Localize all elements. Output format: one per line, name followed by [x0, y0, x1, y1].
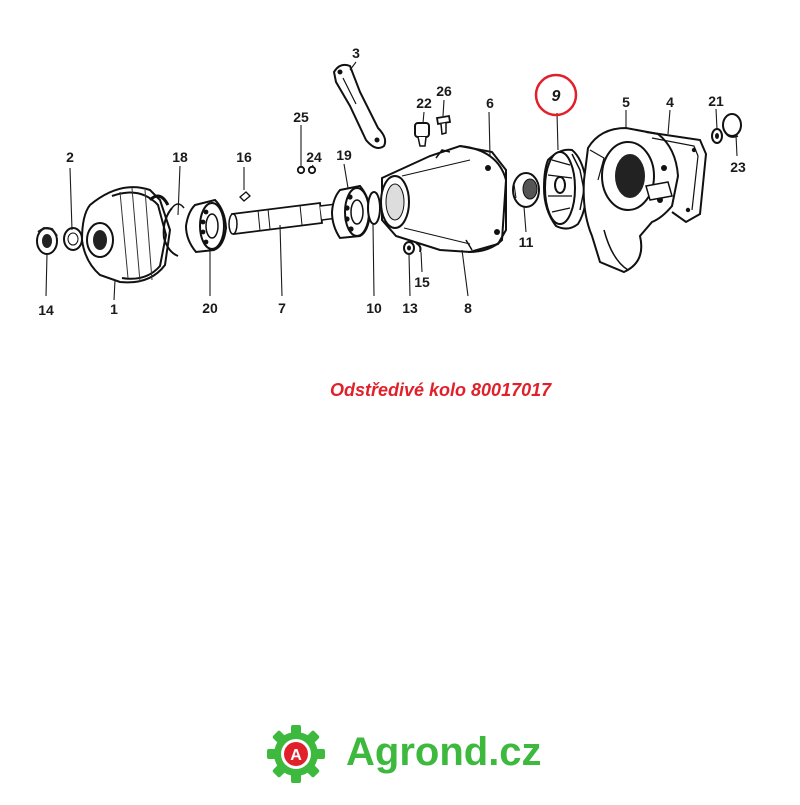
label-15: 15	[414, 274, 430, 290]
leader-lines	[45, 61, 738, 301]
label-26: 26	[436, 83, 452, 99]
label-5: 5	[622, 94, 630, 110]
label-4: 4	[666, 94, 674, 110]
part-25-ring	[296, 165, 306, 175]
label-1: 1	[110, 301, 118, 317]
part-23-plug	[722, 113, 742, 138]
part-10-ring	[367, 191, 381, 225]
label-8: 8	[464, 300, 472, 316]
highlight-circle	[534, 73, 578, 117]
part-9-impeller	[542, 148, 588, 230]
label-21: 21	[708, 93, 724, 109]
label-2: 2	[66, 149, 74, 165]
part-5-pump-body	[582, 126, 680, 274]
label-7: 7	[278, 300, 286, 316]
part-21-washer	[711, 128, 723, 144]
label-24: 24	[306, 149, 322, 165]
label-14: 14	[38, 302, 54, 318]
label-25: 25	[293, 109, 309, 125]
part-caption: Odstředivé kolo 80017017	[330, 380, 552, 400]
part-labels: 14 2 1 18 20 16 7 25 24 19 10 3 13 15 8 …	[38, 45, 746, 318]
part-14-nut	[36, 226, 58, 255]
label-16: 16	[236, 149, 252, 165]
part-26-bolt	[435, 114, 452, 135]
logo-letter: A	[290, 747, 302, 764]
label-18: 18	[172, 149, 188, 165]
label-10: 10	[366, 300, 382, 316]
part-8-housing	[380, 144, 508, 254]
brand-name: Agrond.cz	[346, 730, 542, 774]
part-22-bolt	[414, 122, 430, 147]
part-20-bearing	[184, 198, 228, 254]
part-24-ring	[307, 165, 317, 175]
part-19-bearing	[330, 184, 372, 240]
label-23: 23	[730, 159, 746, 175]
part-3-bracket	[332, 63, 387, 149]
label-6: 6	[486, 95, 494, 111]
label-22: 22	[416, 95, 432, 111]
label-20: 20	[202, 300, 218, 316]
label-9: 9	[552, 88, 561, 105]
part-1-pulley	[80, 186, 172, 284]
part-2-washer	[63, 227, 83, 251]
label-19: 19	[336, 147, 352, 163]
gear-icon: A	[267, 725, 325, 783]
label-13: 13	[402, 300, 418, 316]
part-4-gasket	[645, 131, 708, 224]
label-11: 11	[519, 234, 534, 250]
label-3: 3	[352, 45, 360, 61]
part-7-shaft	[228, 201, 346, 236]
part-16-key	[239, 191, 251, 202]
part-11-seal	[512, 172, 540, 208]
part-13-nut	[403, 241, 415, 255]
part-15-washer	[415, 242, 422, 253]
brand-logo[interactable]: A Agrond.cz	[264, 722, 564, 786]
